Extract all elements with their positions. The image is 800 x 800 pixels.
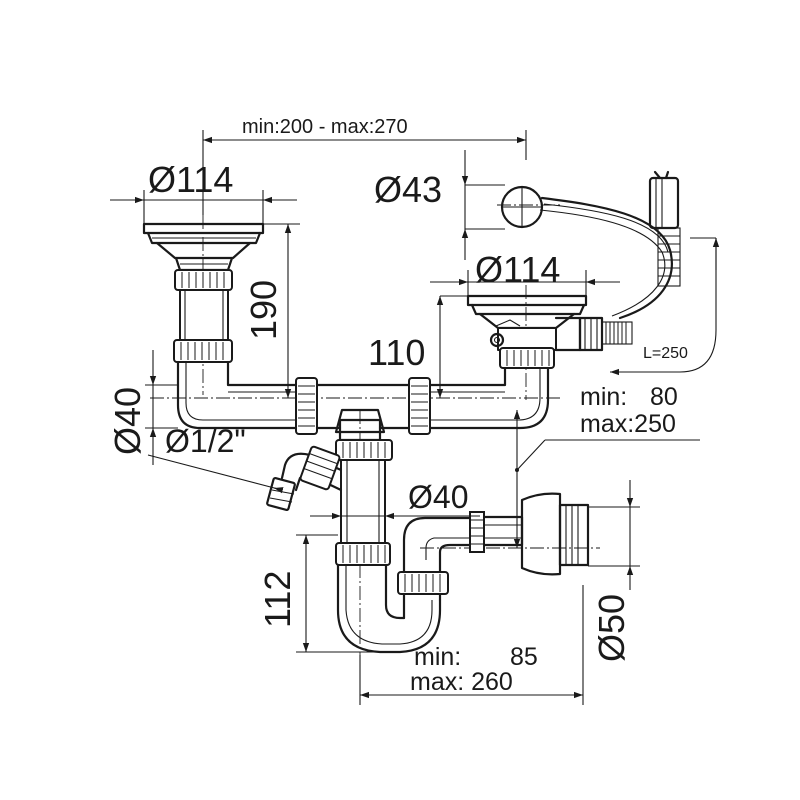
outlet-range-min-label: min: [580, 383, 627, 411]
dimension-lines [110, 130, 720, 705]
overflow-with-cable [500, 170, 681, 320]
central-down-pipe [334, 408, 393, 566]
left-elbow-pipe [176, 360, 298, 430]
pipe-dia-40-left-label: Ø40 [107, 387, 148, 455]
outlet-range-min-value: 80 [650, 383, 678, 411]
dimension-labels: min:200 - max:270 Ø114 Ø43 Ø114 190 110 … [107, 116, 688, 696]
trap-range-max-label: max: 260 [410, 668, 513, 696]
right-strainer-dia-label: Ø114 [475, 249, 560, 290]
right-sink-strainer [466, 294, 633, 369]
height-112-label: 112 [257, 571, 298, 628]
cable-length-label: L=250 [643, 345, 688, 362]
outlet-dia-50-label: Ø50 [591, 594, 632, 662]
trap-range-min-value: 85 [510, 643, 538, 671]
outlet-connector [482, 492, 590, 576]
thread-dia-label: Ø1/2" [165, 423, 246, 459]
spacing-label: min:200 - max:270 [242, 116, 408, 138]
right-elbow-pipe [428, 363, 550, 430]
height-110-label: 110 [368, 332, 425, 373]
trap-range-min-label: min: [414, 643, 461, 671]
bottle-trap [336, 511, 485, 654]
height-190-label: 190 [243, 280, 284, 340]
tee-fitting [295, 377, 431, 435]
appliance-inlet [266, 445, 343, 512]
outlet-dia-40-label: Ø40 [408, 479, 468, 515]
overflow-dia-label: Ø43 [374, 169, 442, 210]
left-sink-strainer [142, 222, 265, 363]
outlet-range-max-label: max:250 [580, 410, 676, 438]
left-strainer-dia-label: Ø114 [148, 159, 233, 200]
